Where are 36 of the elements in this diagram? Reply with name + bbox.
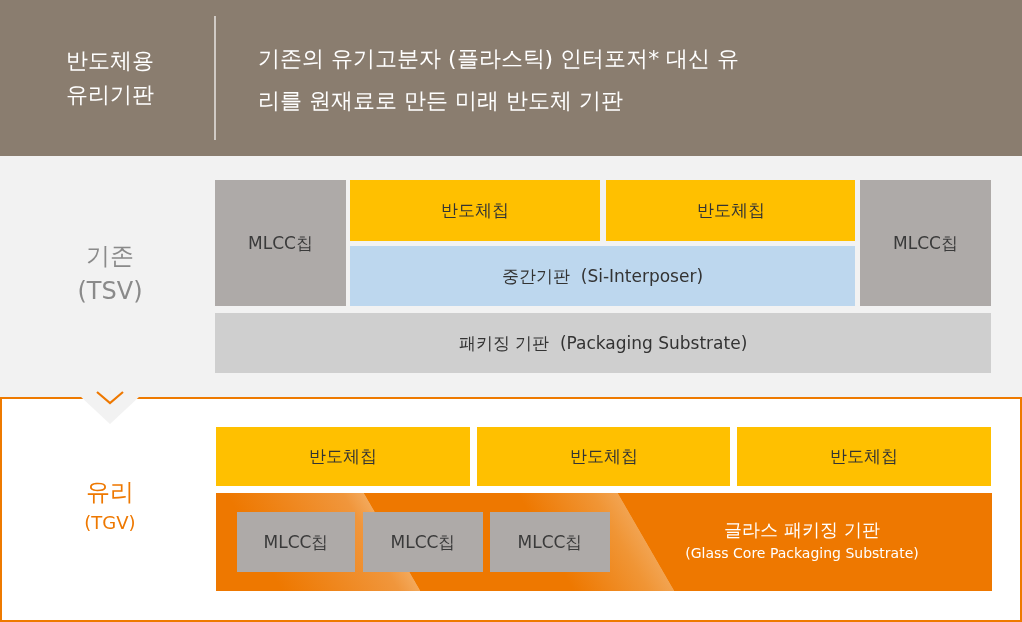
header-text: 반도체용 유리기판 (65, 47, 155, 109)
section-label: 기존 (85, 241, 135, 271)
mlcc-block (237, 512, 355, 572)
chip-label: 반도체칩 (830, 445, 898, 468)
mlcc-label: MLCC칩 (263, 530, 329, 554)
header-band (0, 0, 1022, 156)
chip-label: 반도체칩 (441, 199, 509, 222)
chip-label: 반도체칩 (569, 445, 638, 468)
chip-block (477, 427, 730, 486)
glass-substrate-block (216, 493, 992, 591)
substrate-label: 패키징 기판 (Packaging Substrate) (458, 331, 748, 355)
chip-block (737, 427, 991, 486)
mlcc-block (215, 180, 346, 306)
header-text: 기존의 유기고분자 (플라스틱) 인터포저* 대신 유리를 원재료로 만든 미래 반도체 기판 (258, 45, 741, 115)
section-label: (TGV) (83, 511, 137, 535)
mlcc-label: MLCC칩 (390, 530, 456, 554)
substrate-label: (Glass Core Packaging Substrate) (684, 544, 920, 563)
section-panel (0, 156, 1022, 397)
section-panel (0, 397, 1022, 622)
mlcc-block (490, 512, 610, 572)
chip-block (216, 427, 470, 486)
chip-label: 반도체칩 (309, 445, 377, 468)
chip-block (350, 180, 600, 241)
mlcc-block (860, 180, 991, 306)
chip-label: 반도체칩 (696, 199, 765, 222)
mlcc-label: MLCC칩 (893, 231, 958, 255)
interposer-block (350, 246, 855, 306)
mlcc-label: MLCC칩 (517, 530, 583, 554)
interposer-label: 중간기판 (Si-Interposer) (501, 264, 704, 288)
mlcc-label: MLCC칩 (248, 231, 313, 255)
chip-block (606, 180, 855, 241)
substrate-block (215, 313, 991, 373)
substrate-label: 글라스 패키징 기판 (723, 518, 881, 542)
section-label: (TSV) (76, 276, 144, 306)
section-label: 유리 (85, 477, 135, 507)
mlcc-block (363, 512, 483, 572)
